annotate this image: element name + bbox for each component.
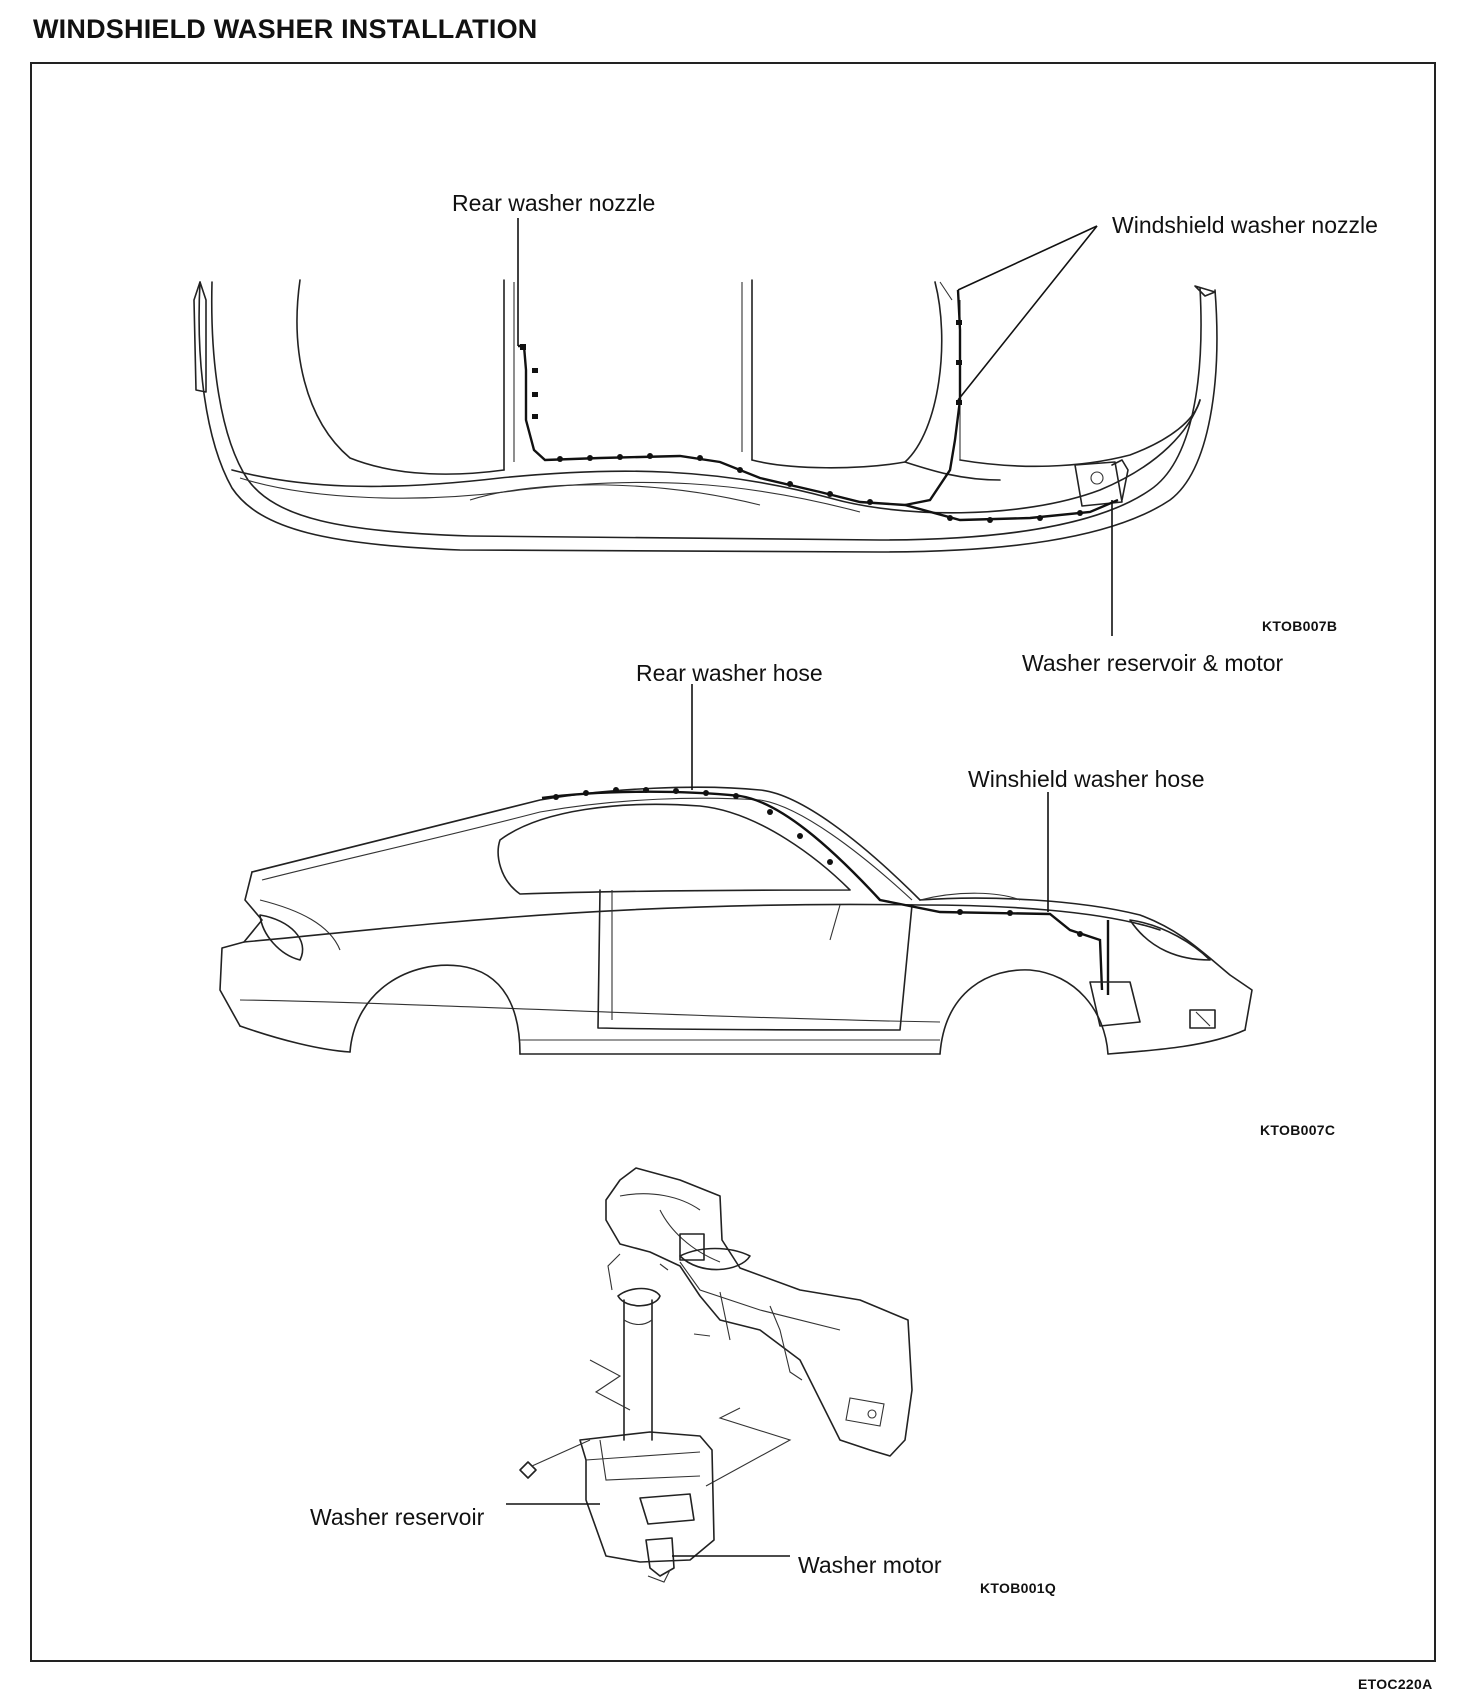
label-rear-washer-hose: Rear washer hose: [636, 660, 823, 686]
page-title: WINDSHIELD WASHER INSTALLATION: [33, 14, 538, 44]
footer-code: ETOC220A: [1358, 1676, 1433, 1692]
label-washer-reservoir: Washer reservoir: [310, 1504, 485, 1530]
label-winshield-washer-hose: Winshield washer hose: [968, 766, 1205, 792]
side-view-car-drawing: [219, 684, 1253, 1055]
top-view-car-drawing: [193, 218, 1218, 636]
figure-code-top: KTOB007B: [1262, 618, 1338, 634]
label-windshield-washer-nozzle: Windshield washer nozzle: [1112, 212, 1378, 238]
reservoir-assembly-drawing: [506, 1167, 913, 1583]
figure-code-middle: KTOB007C: [1260, 1122, 1336, 1138]
figure-frame: [30, 62, 1436, 1662]
figure-code-bottom: KTOB001Q: [980, 1580, 1057, 1596]
label-rear-washer-nozzle: Rear washer nozzle: [452, 190, 656, 216]
label-washer-motor: Washer motor: [798, 1552, 942, 1578]
label-washer-reservoir-motor: Washer reservoir & motor: [1022, 650, 1284, 676]
